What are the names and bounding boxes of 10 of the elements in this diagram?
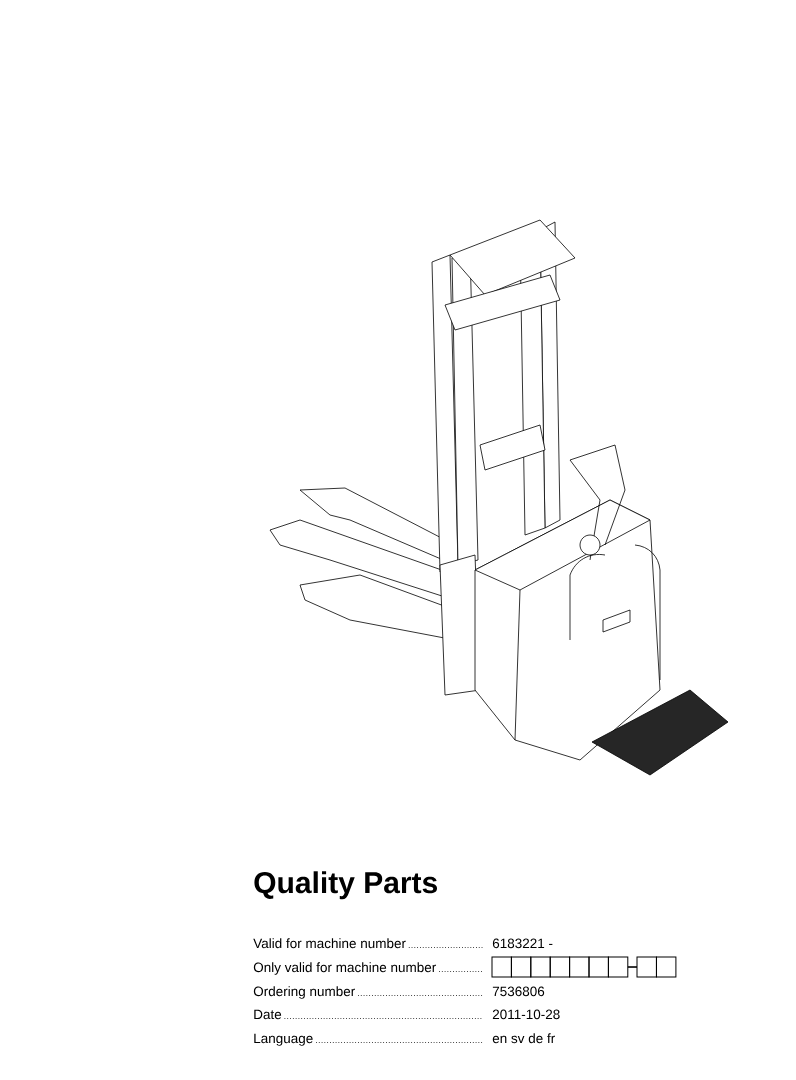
form-value: 6183221 - bbox=[492, 938, 553, 949]
form-label: Valid for machine number bbox=[253, 938, 406, 949]
form-value: 2011-10-28 bbox=[492, 1009, 560, 1020]
form-label: Only valid for machine number bbox=[253, 962, 436, 975]
form-label: Ordering number bbox=[253, 986, 355, 999]
title: Quality Parts bbox=[254, 871, 437, 900]
form-label: Date bbox=[254, 1009, 282, 1020]
form-value: 7536806 bbox=[492, 986, 545, 997]
form-value: en sv de fr bbox=[492, 1033, 555, 1044]
form-label: Language bbox=[254, 1033, 313, 1046]
